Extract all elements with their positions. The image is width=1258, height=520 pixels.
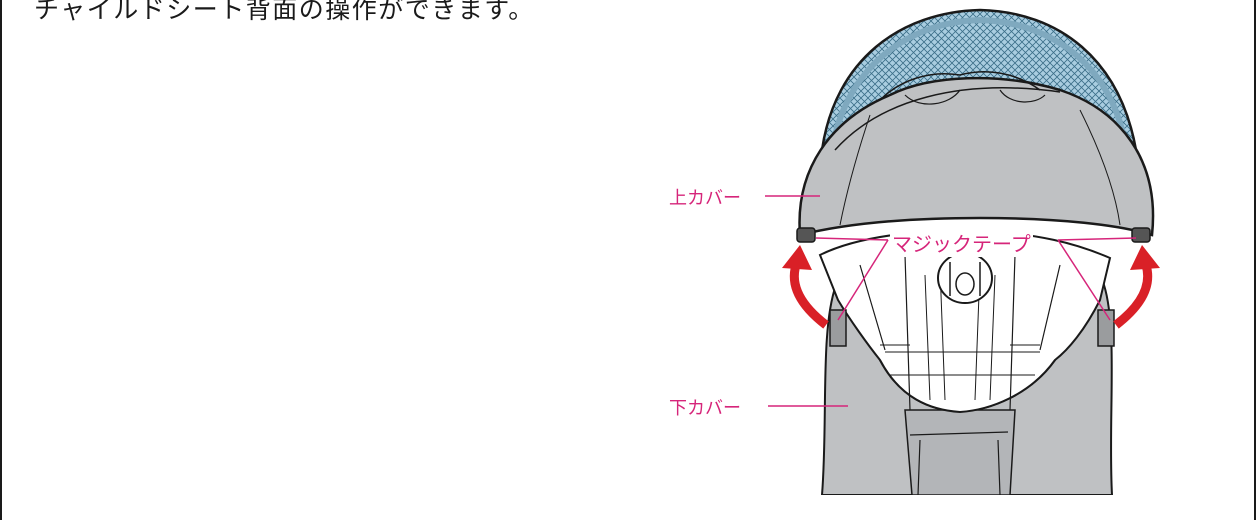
child-seat-illustration — [765, 8, 1160, 495]
lower-cover-label: 下カバー — [669, 398, 741, 419]
hook-loop-tape-label: マジックテープ — [890, 228, 1033, 257]
caption-text: チャイルドシート背面の操作ができます。 — [34, 0, 535, 24]
lift-arrow-left — [782, 245, 829, 329]
upper-cover-label: 上カバー — [669, 188, 741, 209]
upper-cover — [796, 71, 1155, 243]
callout-lines — [765, 195, 1137, 407]
lift-arrow-right — [1113, 245, 1160, 329]
